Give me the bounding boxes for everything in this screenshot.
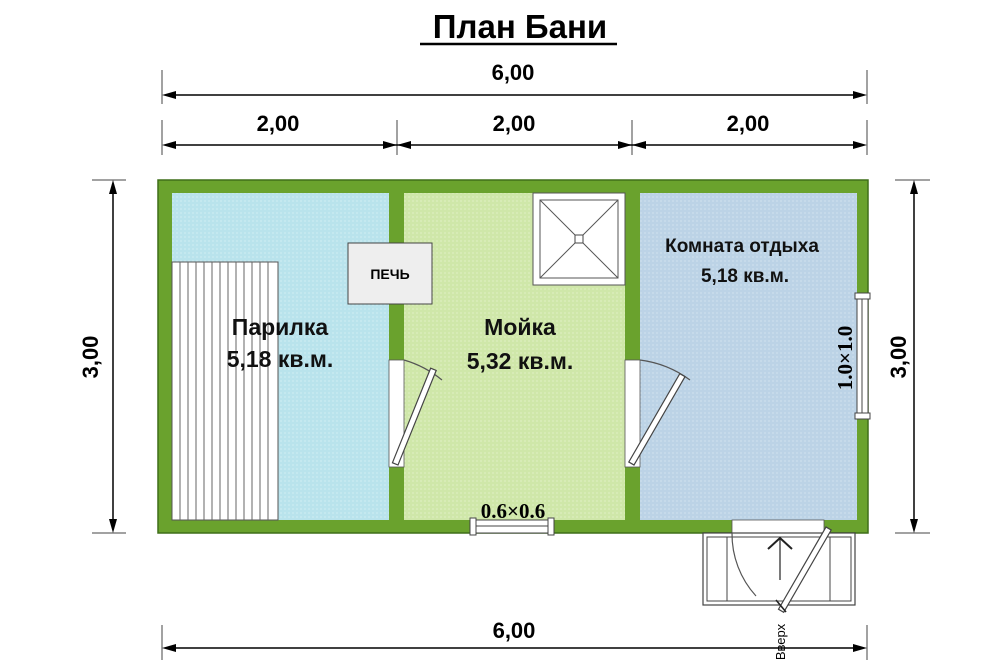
- rest-room-name: Комната отдыха: [665, 236, 819, 257]
- window-wash-room: [469, 517, 555, 536]
- dimension-bottom-total: 6,00: [161, 618, 868, 660]
- dimension-bottom-total-label: 6,00: [493, 618, 536, 643]
- window-rest-label: 1.0×1.0: [833, 326, 857, 390]
- door-opening-steam-wash: [388, 359, 405, 468]
- stove: ПЕЧЬ: [347, 242, 433, 305]
- door-steam-wash: [391, 359, 443, 466]
- sauna-bench: [171, 261, 279, 521]
- dimension-top-right-label: 2,00: [727, 111, 770, 136]
- door-opening-entrance: [731, 519, 825, 534]
- dimension-top-segments: 2,00 2,00 2,00: [161, 111, 868, 155]
- stairs-up-label: Вверх: [773, 623, 788, 660]
- dimension-right-height: 3,00: [886, 179, 930, 534]
- dimension-top-left-label: 2,00: [257, 111, 300, 136]
- door-wash-rest: [627, 359, 691, 466]
- steam-room-area: 5,18 кв.м.: [227, 346, 334, 372]
- wash-room-name: Мойка: [484, 314, 556, 340]
- dimension-top-total-label: 6,00: [492, 60, 535, 85]
- dimension-right-height-label: 3,00: [886, 336, 911, 379]
- shower-tray: [532, 192, 626, 286]
- dimension-left-height-label: 3,00: [78, 336, 103, 379]
- window-wash-label: 0.6×0.6: [481, 499, 545, 523]
- plan-title: План Бани: [433, 8, 607, 45]
- door-opening-wash-rest: [624, 359, 641, 468]
- steam-room-name: Парилка: [232, 314, 329, 340]
- dimension-top-middle-label: 2,00: [493, 111, 536, 136]
- dimension-top-total: 6,00: [161, 60, 868, 104]
- rest-room-area: 5,18 кв.м.: [701, 266, 789, 287]
- stove-label: ПЕЧЬ: [370, 266, 409, 282]
- wash-room-area: 5,32 кв.м.: [467, 348, 574, 374]
- dimension-left-height: 3,00: [78, 179, 126, 534]
- window-rest-room: [854, 292, 871, 420]
- entrance-porch: Вверх: [702, 526, 856, 660]
